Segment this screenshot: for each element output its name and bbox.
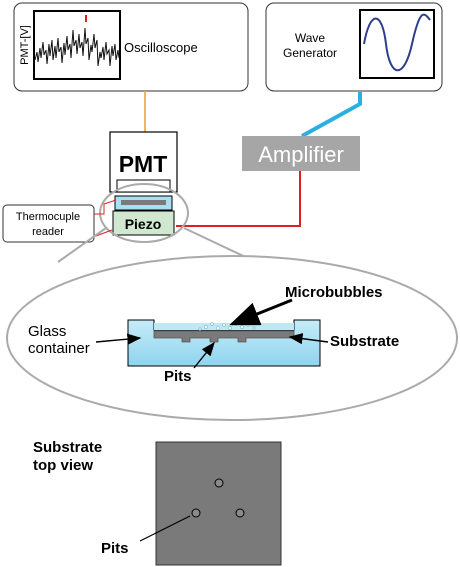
top-view-title-line2: top view — [33, 457, 93, 474]
amplifier-label: Amplifier — [258, 142, 344, 167]
pmt: PMT — [109, 131, 178, 193]
substrate-label: Substrate — [330, 333, 399, 350]
wave-generator-label-line1: Wave — [295, 31, 326, 45]
substrate-top-view — [155, 441, 282, 566]
amplifier-box — [242, 136, 360, 171]
zoom-pits-label: Pits — [164, 368, 192, 385]
thermocouple-reader: Thermocuple reader — [2, 204, 95, 243]
zoom-line-left — [57, 227, 107, 263]
oscilloscope-screen — [33, 10, 121, 80]
thermocouple-box — [2, 204, 95, 243]
oscilloscope: PMT-[V] Oscilloscope — [13, 2, 249, 92]
piezo-label: Piezo — [125, 216, 162, 232]
oscilloscope-trace — [34, 27, 120, 67]
red-cable — [176, 171, 301, 227]
pmt-label: PMT — [119, 151, 168, 177]
top-view-title-line1: Substrate — [33, 439, 102, 456]
small-sample-cell — [114, 195, 173, 211]
enlarged-cell — [127, 319, 321, 367]
oscilloscope-axis-label: PMT-[V] — [19, 25, 31, 65]
glass-label-line1: Glass — [28, 323, 66, 340]
microbubbles-label: Microbubbles — [285, 284, 383, 301]
thermocouple-wire-2 — [95, 229, 113, 237]
amplifier: Amplifier — [242, 136, 360, 171]
sine-wave — [363, 13, 431, 72]
glass-label-line2: container — [28, 340, 90, 357]
piezo-box — [112, 210, 175, 236]
substrate-arrow — [288, 333, 329, 345]
thermocouple-label-line1: Thermocuple — [16, 211, 80, 223]
thermocouple-label-line2: reader — [32, 226, 64, 238]
small-substrate — [121, 200, 166, 205]
pit-left — [191, 508, 201, 518]
zoom-pits-arrow — [193, 341, 215, 369]
wave-generator-label-line2: Generator — [283, 46, 337, 60]
top-view-pits-label: Pits — [101, 540, 129, 557]
pit-top — [214, 478, 224, 488]
thermocouple-wire — [94, 199, 117, 215]
wave-generator: Wave Generator — [265, 2, 443, 92]
piezo: Piezo — [112, 210, 175, 236]
microbubbles-arrow — [229, 298, 293, 326]
wave-generator-screen — [359, 9, 435, 79]
glass-arrow — [95, 333, 142, 345]
blue-cable — [301, 92, 362, 138]
top-view-pits-arrow — [139, 515, 191, 542]
pit-right — [235, 508, 245, 518]
zoom-source-ellipse — [99, 183, 189, 243]
substrate-slab — [153, 330, 295, 343]
pmt-window — [116, 179, 171, 193]
oscilloscope-label: Oscilloscope — [124, 40, 198, 55]
